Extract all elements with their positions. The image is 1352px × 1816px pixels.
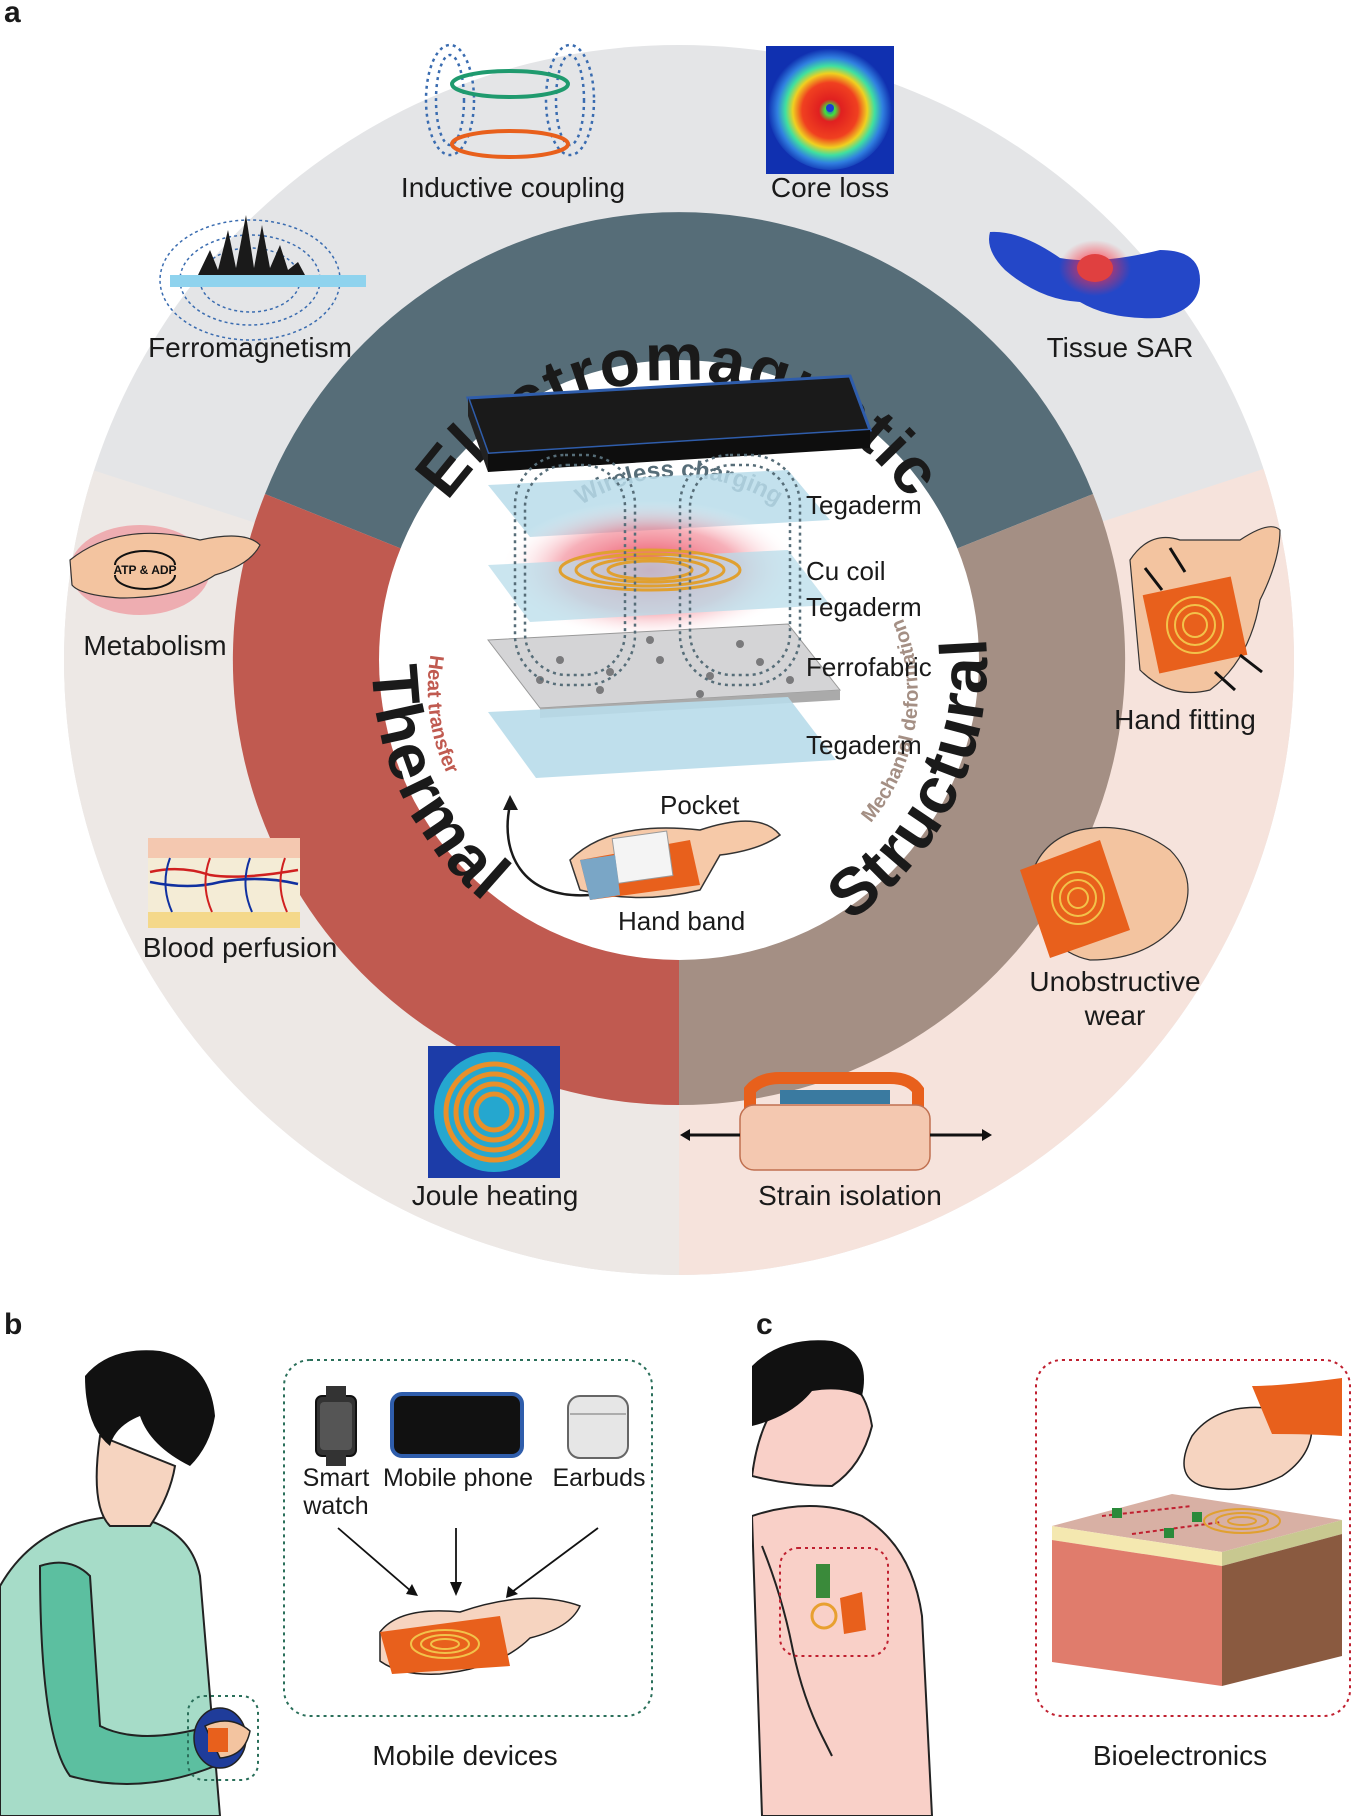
magnetic-field-lines <box>513 453 802 687</box>
label-hand-band: Hand band <box>618 906 746 936</box>
layer-tegaderm-bottom <box>488 697 836 778</box>
charging-arrows <box>337 1527 599 1593</box>
ferromagnetism-icon <box>159 215 366 341</box>
label-cu-coil: Cu coil <box>806 556 886 586</box>
label-smart-watch-2: watch <box>303 1492 369 1520</box>
chest-highlight-box <box>779 1547 889 1657</box>
label-pocket: Pocket <box>660 790 740 820</box>
assembly-arrow <box>506 804 591 897</box>
hand-fitting-icon <box>1129 526 1281 694</box>
skin-block-icon <box>1052 1494 1342 1686</box>
hovering-hand-icon <box>1183 1378 1342 1491</box>
label-tissue-sar: Tissue SAR <box>1046 332 1194 363</box>
label-smart-watch-1: Smart <box>302 1464 370 1492</box>
label-tegaderm-top: Tegaderm <box>806 490 922 520</box>
phone-illustration <box>465 374 873 472</box>
caption-bioelectronics: Bioelectronics <box>1092 1740 1268 1771</box>
earbuds-icon <box>567 1395 629 1459</box>
label-strain-isolation: Strain isolation <box>758 1180 942 1211</box>
bioelectronics-box <box>1035 1359 1351 1717</box>
cu-coil-icon <box>558 548 742 592</box>
strain-isolation-icon <box>680 1072 992 1171</box>
joule-heating-icon <box>428 1046 560 1178</box>
label-tegaderm-bottom: Tegaderm <box>806 730 922 760</box>
label-core-loss: Core loss <box>770 172 890 203</box>
label-ferrofabric: Ferrofabric <box>806 652 932 682</box>
label-unobstructive-wear-1: Unobstructive <box>1029 966 1201 997</box>
mobile-phone-icon <box>390 1392 524 1458</box>
panel-c-illustration <box>752 1340 1351 1816</box>
hand-band-illustration <box>569 820 782 900</box>
panel-label-c: c <box>756 1308 773 1341</box>
unobstructive-wear-icon <box>1020 826 1189 961</box>
panel-a-diagram: Electromagnetic Wireless charging Therma… <box>64 43 1294 1275</box>
label-tegaderm-mid: Tegaderm <box>806 592 922 622</box>
metabolism-icon: ATP & ADP <box>69 525 261 615</box>
panel-b-illustration <box>0 1350 653 1816</box>
blood-perfusion-icon <box>148 838 300 928</box>
core-loss-icon <box>766 46 894 174</box>
smart-watch-icon <box>315 1386 357 1466</box>
svg-text:ATP & ADP: ATP & ADP <box>113 563 176 577</box>
person-c-icon <box>752 1340 934 1816</box>
panel-label-a: a <box>4 0 21 29</box>
panel-label-b: b <box>4 1308 23 1341</box>
label-earbuds: Earbuds <box>552 1464 646 1492</box>
hand-with-band-icon <box>379 1597 582 1675</box>
label-ferromagnetism: Ferromagnetism <box>148 332 352 363</box>
label-unobstructive-wear-2: wear <box>1084 1000 1146 1031</box>
caption-mobile-devices: Mobile devices <box>372 1740 558 1771</box>
tissue-sar-icon <box>989 231 1200 319</box>
label-joule-heating: Joule heating <box>411 1180 579 1211</box>
label-mobile-phone: Mobile phone <box>382 1464 534 1492</box>
label-inductive-coupling: Inductive coupling <box>400 172 626 203</box>
person-b-icon <box>0 1350 251 1816</box>
label-metabolism: Metabolism <box>83 630 227 661</box>
inductive-coupling-icon <box>424 43 596 159</box>
label-blood-perfusion: Blood perfusion <box>142 932 338 963</box>
label-hand-fitting: Hand fitting <box>1114 704 1256 735</box>
